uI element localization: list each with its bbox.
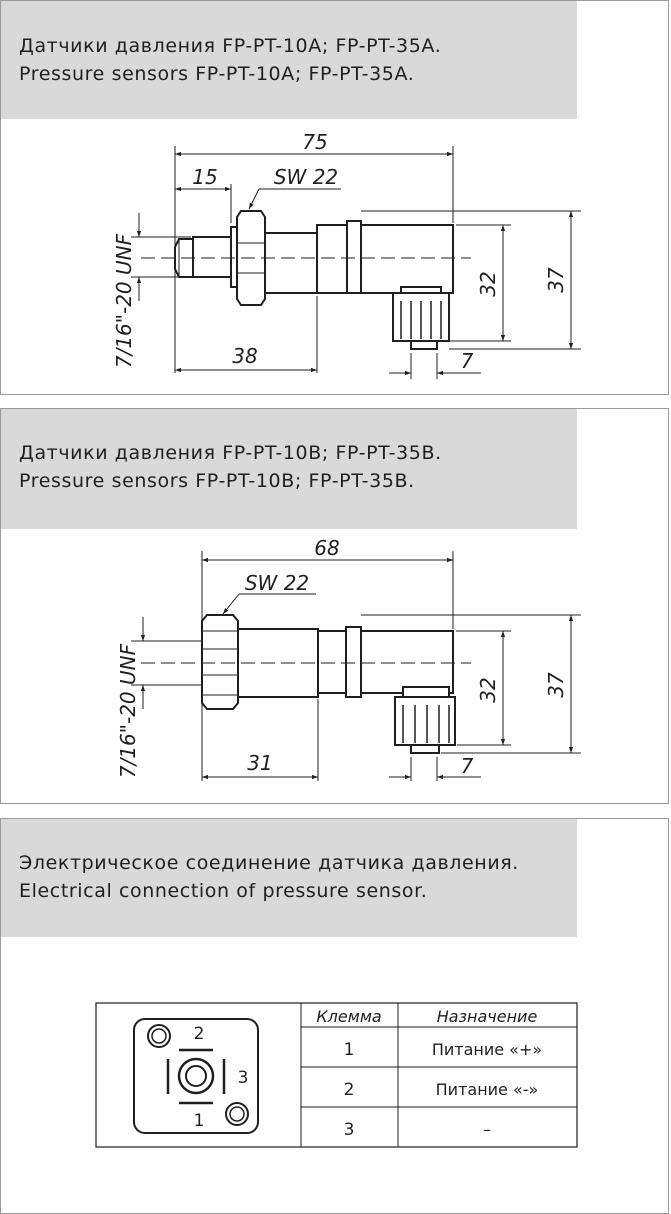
sensor-a-title-ru: Датчики давления FP-PT-10A; FP-PT-35A. <box>19 35 442 57</box>
table-row-1-pin: 1 <box>344 1040 355 1060</box>
sensor-b-header: Датчики давления FP-PT-10B; FP-PT-35B. P… <box>1 409 577 529</box>
pin-1-label: 1 <box>194 1111 205 1131</box>
sensor-b-dim-wrench: SW 22 <box>245 571 309 595</box>
connection-title-en: Electrical connection of pressure sensor… <box>19 880 428 902</box>
connector-pinout: 2 1 3 <box>133 1018 259 1134</box>
sensor-b-dim-body-len: 31 <box>247 751 272 775</box>
sensor-b-dim-height-inner: 32 <box>476 677 500 702</box>
table-row-1-purpose: Питание «+» <box>432 1040 542 1059</box>
sensor-a-dim-body-len: 38 <box>232 344 257 368</box>
table-row-2-purpose: Питание «-» <box>436 1080 539 1099</box>
sensor-a-header: Датчики давления FP-PT-10A; FP-PT-35A. P… <box>1 1 577 119</box>
pin-2-label: 2 <box>194 1024 205 1044</box>
sensor-a-panel: Датчики давления FP-PT-10A; FP-PT-35A. P… <box>0 0 669 395</box>
pin-3-label: 3 <box>238 1068 249 1088</box>
pin-table <box>300 1002 578 1148</box>
sensor-a-dim-thread: 7/16"-20 UNF <box>112 233 136 368</box>
sensor-a-dim-height-inner: 32 <box>476 271 500 296</box>
sensor-a-drawing: 75 15 SW 22 38 7 32 37 7/16"-20 UNF <box>112 130 581 379</box>
connection-drawing: 2 1 3 Клемма Назначение 1 Питание «+» 2 … <box>95 1002 578 1148</box>
sensor-b-drawing: 68 SW 22 31 7 32 37 7/16"-20 UNF <box>116 536 581 781</box>
sensor-b-title-ru: Датчики давления FP-PT-10B; FP-PT-35B. <box>19 442 442 464</box>
sensor-b-dim-length: 68 <box>314 536 339 560</box>
sensor-a-dim-thread-len: 15 <box>192 165 217 189</box>
table-row-2-pin: 2 <box>344 1080 355 1100</box>
sensor-b-dim-thread: 7/16"-20 UNF <box>116 643 140 778</box>
connection-header: Электрическое соединение датчика давлени… <box>1 819 577 937</box>
sensor-a-dim-conn-width: 7 <box>461 349 474 373</box>
sensor-a-dim-wrench: SW 22 <box>274 165 338 189</box>
sensor-a-title-en: Pressure sensors FP-PT-10A; FP-PT-35A. <box>19 63 415 85</box>
sensor-b-title-en: Pressure sensors FP-PT-10B; FP-PT-35B. <box>19 470 415 492</box>
connection-title-ru: Электрическое соединение датчика давлени… <box>19 852 519 874</box>
table-row-3-purpose: – <box>483 1120 491 1139</box>
table-header-purpose: Назначение <box>437 1007 538 1026</box>
table-header-terminal: Клемма <box>316 1007 381 1026</box>
sensor-a-dim-length: 75 <box>302 130 327 154</box>
table-row-3-pin: 3 <box>344 1120 355 1140</box>
sensor-a-dim-height-outer: 37 <box>544 267 568 293</box>
sensor-b-dim-height-outer: 37 <box>544 672 568 698</box>
connection-panel: Электрическое соединение датчика давлени… <box>0 818 669 1214</box>
sensor-b-panel: Датчики давления FP-PT-10B; FP-PT-35B. P… <box>0 408 669 804</box>
sensor-b-dim-conn-width: 7 <box>461 754 474 778</box>
